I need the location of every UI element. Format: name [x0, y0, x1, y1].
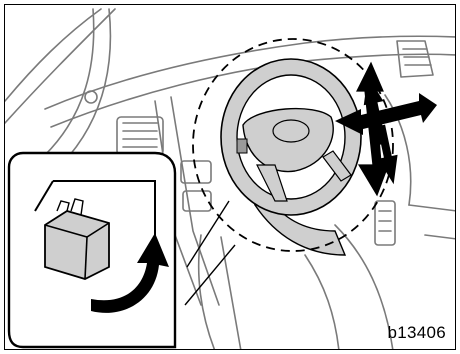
- lever-inset: [9, 153, 175, 347]
- steering-wheel: [221, 59, 361, 215]
- figure-code: b13406: [387, 324, 446, 341]
- steering-wheel-illustration: [5, 5, 456, 350]
- illustration-frame: b13406: [4, 4, 456, 350]
